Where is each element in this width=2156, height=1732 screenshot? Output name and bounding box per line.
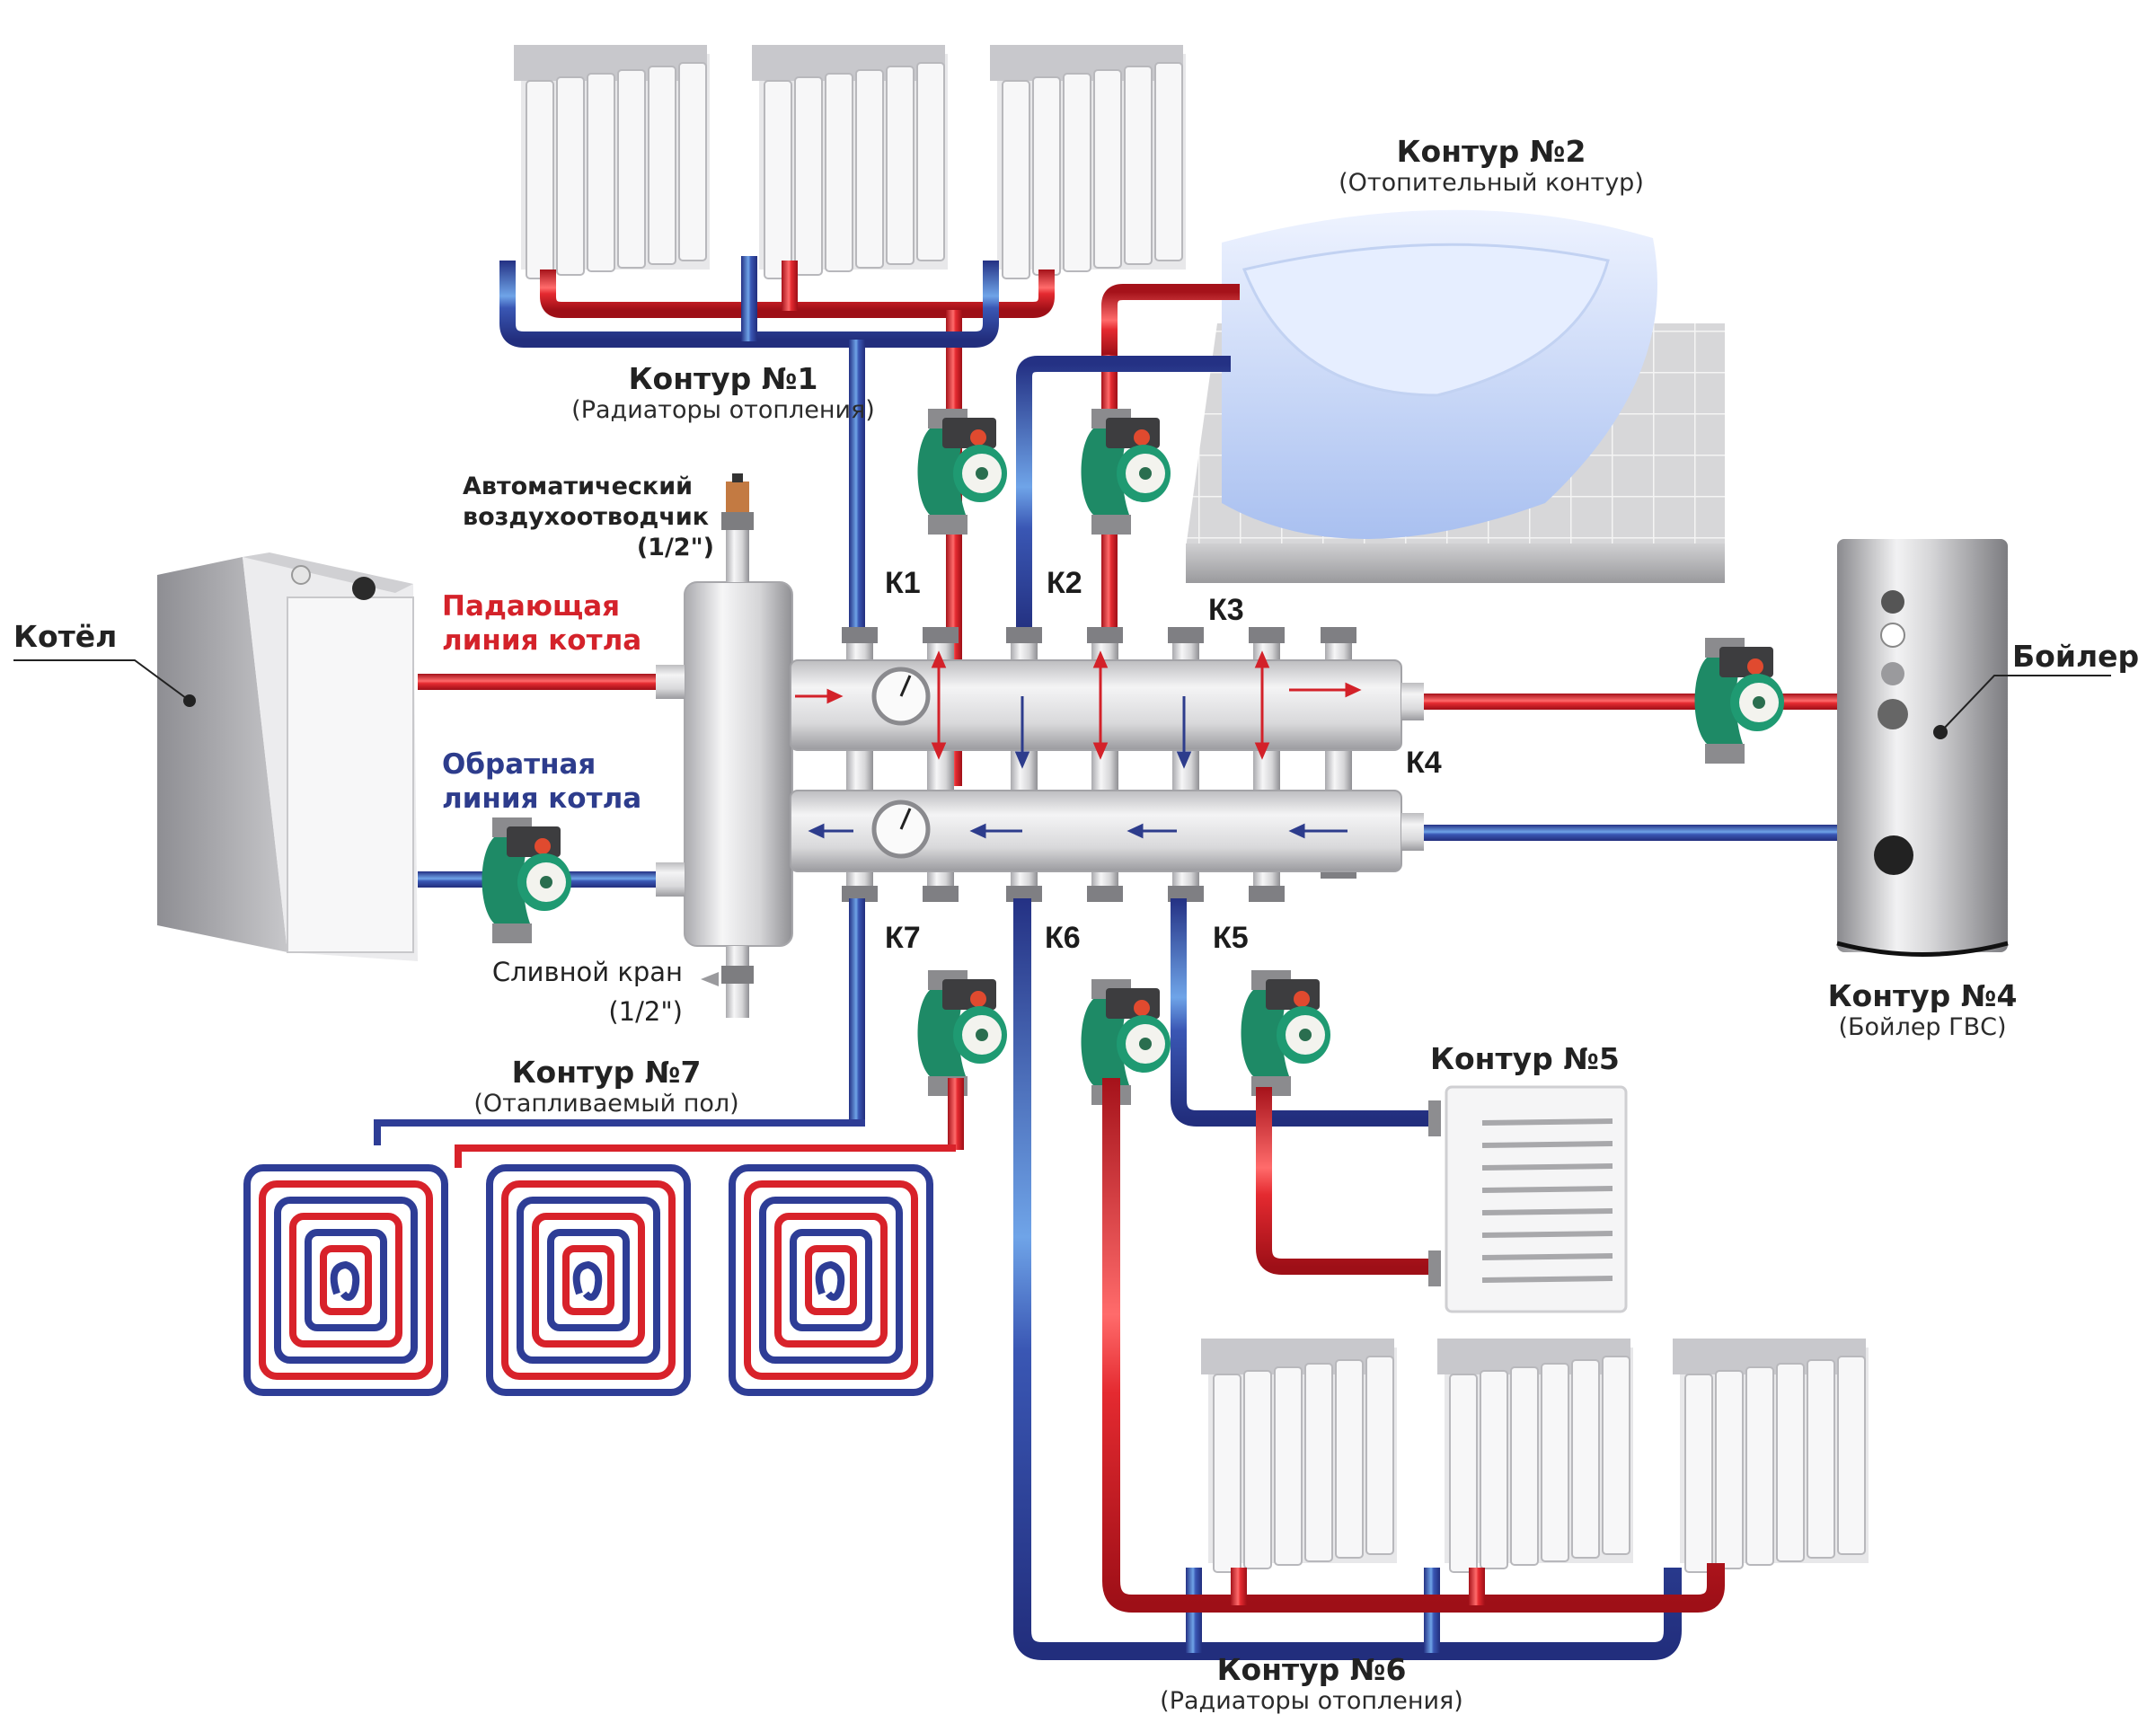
circuit-2-subtitle: (Отопительный контур) <box>1339 169 1644 197</box>
boiler-supply-pipe <box>418 674 656 690</box>
air-vent-label-2: воздухоотводчик <box>463 503 710 531</box>
circuit-6-subtitle: (Радиаторы отопления) <box>1160 1687 1463 1715</box>
circuit-6-label: Контур №6 (Радиаторы отопления) <box>1160 1653 1463 1716</box>
circuit-7-underfloor <box>243 898 964 1396</box>
drain-valve-label: Сливной кран (1/2") <box>476 952 683 1031</box>
boiler-label: Котёл <box>13 619 118 654</box>
k6-label: К6 <box>1045 921 1081 955</box>
circuit-1-title: Контур №1 <box>628 361 818 396</box>
supply-line-label-2: линия котла <box>442 624 642 657</box>
circuit-7-title: Контур №7 <box>511 1055 702 1090</box>
circuit-2-label: Контур №2 (Отопительный контур) <box>1339 135 1644 198</box>
distribution-manifold <box>790 627 1424 902</box>
k2-label: К2 <box>1047 566 1082 600</box>
k7-label: К7 <box>885 921 921 955</box>
boiler-callout-line <box>13 659 190 702</box>
boiler-return-pump <box>482 817 571 943</box>
drain-valve-label-1: Сливной кран <box>491 957 683 987</box>
circuit-4-title: Контур №4 <box>1827 978 2018 1013</box>
air-vent-label: Автоматический воздухоотводчик (1/2") <box>463 472 714 563</box>
water-heater-label: Бойлер <box>2012 639 2140 674</box>
circuit-4-subtitle: (Бойлер ГВС) <box>1838 1013 2007 1041</box>
k5-label: К5 <box>1213 921 1249 955</box>
hydraulic-separator <box>656 473 793 1018</box>
return-line-label: Обратная линия котла <box>442 747 641 816</box>
circuit-5-fan-heater <box>1171 898 1628 1313</box>
circuit-1-label: Контур №1 (Радиаторы отопления) <box>571 362 875 425</box>
k1-label: К1 <box>885 566 921 600</box>
k4-label: К4 <box>1406 746 1442 780</box>
circuit-5-label: Контур №5 <box>1430 1042 1620 1076</box>
circuit-7-subtitle: (Отапливаемый пол) <box>473 1090 739 1118</box>
supply-line-label: Падающая линия котла <box>442 589 641 658</box>
circuit-1-subtitle: (Радиаторы отопления) <box>571 396 875 424</box>
circuit-6-title: Контур №6 <box>1216 1652 1407 1687</box>
drain-valve-label-2: (1/2") <box>608 996 683 1027</box>
circuit-7-label: Контур №7 (Отапливаемый пол) <box>473 1056 738 1118</box>
air-vent-label-1: Автоматический <box>463 473 694 500</box>
air-vent-label-3: (1/2") <box>636 534 714 561</box>
circuit-2-bath <box>1016 209 1725 651</box>
return-line-label-2: линия котла <box>442 782 642 815</box>
circuit-6-radiators <box>1013 898 1869 1660</box>
circuit-4-label: Контур №4 (Бойлер ГВС) <box>1828 979 2018 1042</box>
return-line-label-1: Обратная <box>442 748 596 781</box>
circuit-2-title: Контур №2 <box>1396 134 1586 169</box>
k3-label: К3 <box>1208 593 1244 627</box>
circuit-4-water-heater <box>1424 539 2111 957</box>
circuit-5-title: Контур №5 <box>1430 1041 1620 1076</box>
supply-line-label-1: Падающая <box>442 590 621 623</box>
gas-boiler <box>157 552 418 961</box>
